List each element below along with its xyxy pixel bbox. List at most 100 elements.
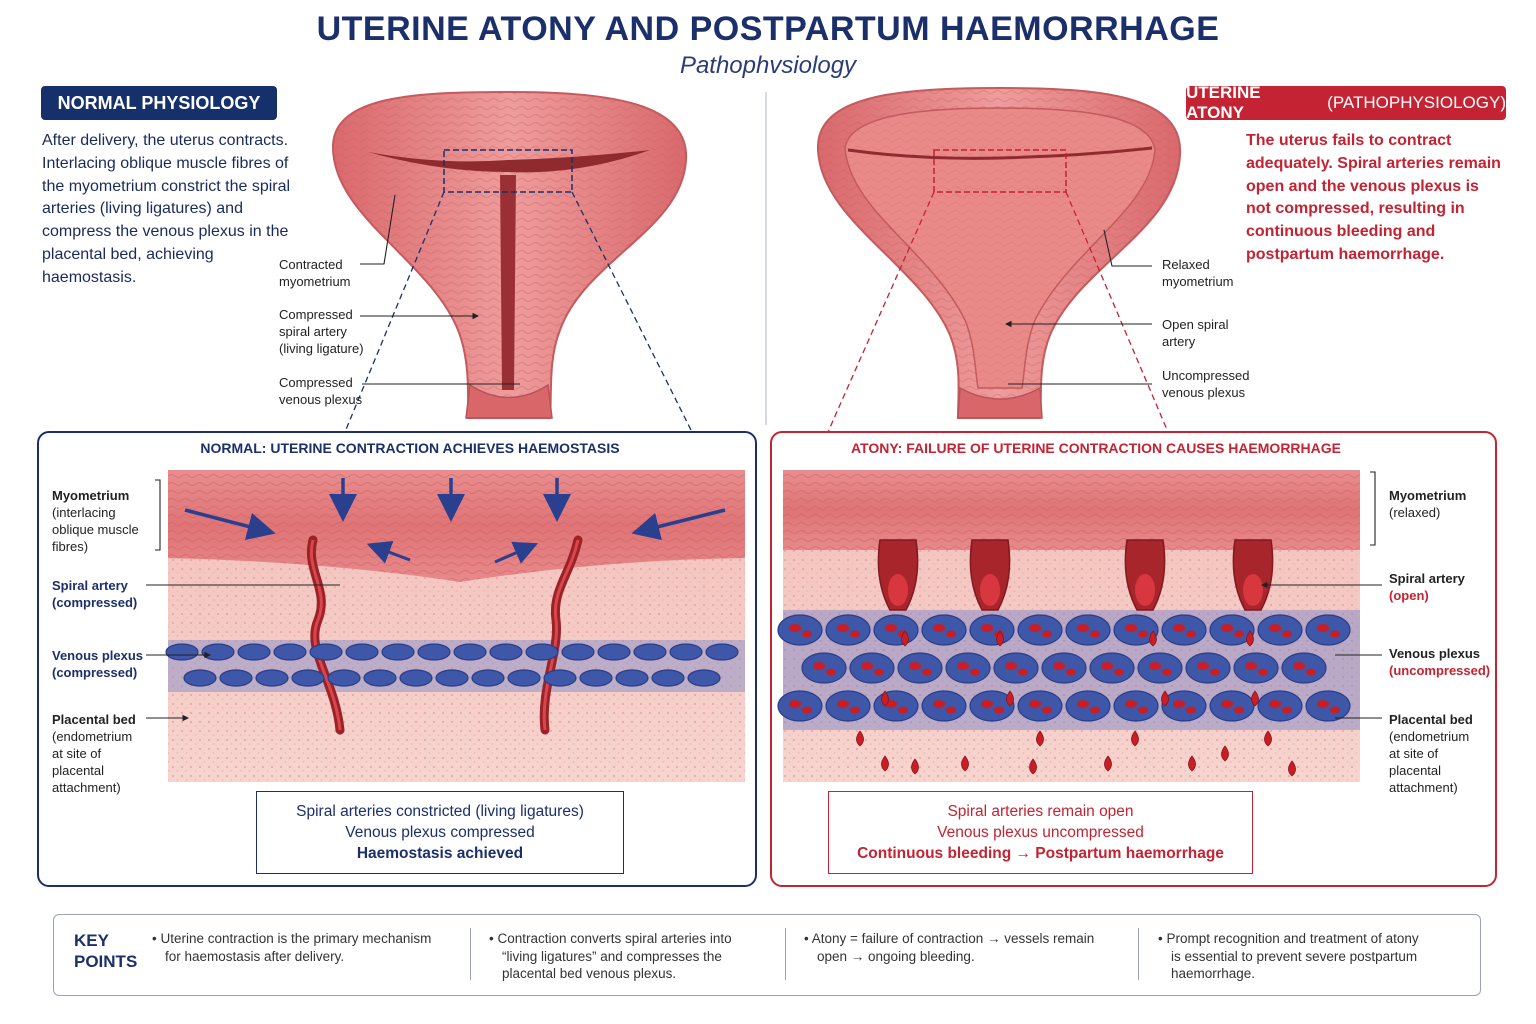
blood-drop xyxy=(996,630,1004,647)
key-points-divider xyxy=(785,928,786,980)
red-blood-cell xyxy=(994,706,1004,714)
contracted-uterus xyxy=(331,90,688,419)
compressed-vein xyxy=(273,643,307,661)
red-blood-cell xyxy=(1029,624,1041,632)
red-blood-cell xyxy=(1258,668,1268,676)
blood-drop xyxy=(1246,630,1254,647)
key-point-4: • Prompt recognition and treatment of at… xyxy=(1158,931,1419,981)
compressed-vein xyxy=(471,669,505,687)
red-blood-cell xyxy=(1090,630,1100,638)
compressed-vein xyxy=(579,669,613,687)
red-blood-cell xyxy=(1197,662,1209,670)
artery-lumen xyxy=(888,574,908,606)
red-blood-cell xyxy=(1138,706,1148,714)
blood-drop xyxy=(1161,690,1169,707)
compressed-vein xyxy=(633,643,667,661)
red-blood-cell xyxy=(1186,630,1196,638)
normal-summary-line: Haemostasis achieved xyxy=(356,844,524,862)
atony-badge-title: UTERINE ATONY xyxy=(1186,83,1261,122)
blood-drop xyxy=(1104,755,1112,772)
blood-drop xyxy=(1149,630,1157,647)
atony-cross-section xyxy=(777,470,1360,782)
red-blood-cell xyxy=(909,662,921,670)
red-blood-cell xyxy=(802,706,812,714)
red-blood-cell xyxy=(957,662,969,670)
red-blood-cell xyxy=(789,700,801,708)
red-blood-cell xyxy=(1173,624,1185,632)
blood-drop xyxy=(856,730,864,747)
red-blood-cell xyxy=(874,668,884,676)
red-blood-cell xyxy=(1221,624,1233,632)
red-blood-cell xyxy=(885,624,897,632)
compressed-vein xyxy=(543,669,577,687)
red-blood-cell xyxy=(970,668,980,676)
leader-contracted-myometrium xyxy=(360,194,396,265)
relaxed-uterus xyxy=(816,86,1182,419)
red-blood-cell xyxy=(1269,624,1281,632)
compressed-vein xyxy=(705,643,739,661)
compressed-vein xyxy=(669,643,703,661)
compressed-vein xyxy=(345,643,379,661)
compressed-vein xyxy=(507,669,541,687)
red-blood-cell xyxy=(946,630,956,638)
panel-label-spiral-artery-compressed: Spiral artery(compressed) xyxy=(52,578,138,610)
red-blood-cell xyxy=(1173,700,1185,708)
red-blood-cell xyxy=(837,700,849,708)
key-points-divider xyxy=(1138,928,1139,980)
compressed-vein xyxy=(327,669,361,687)
artery-lumen xyxy=(1243,574,1263,606)
blood-drop xyxy=(961,755,969,772)
atony-panel-title: ATONY: FAILURE OF UTERINE CONTRACTION CA… xyxy=(850,440,1341,456)
red-blood-cell xyxy=(1317,624,1329,632)
panel-label-spiral-artery-open: Spiral artery(open) xyxy=(1389,571,1465,603)
red-blood-cell xyxy=(1066,668,1076,676)
blood-drop xyxy=(1188,755,1196,772)
atony-description: The uterus fails to contract adequately.… xyxy=(1246,132,1501,263)
red-blood-cell xyxy=(1090,706,1100,714)
blood-drop xyxy=(1251,690,1259,707)
normal-summary-box: Spiral arteries constricted (living liga… xyxy=(256,791,624,874)
blood-drop xyxy=(901,630,909,647)
compressed-vein xyxy=(363,669,397,687)
blood-drop xyxy=(1264,730,1272,747)
red-blood-cell xyxy=(1330,706,1340,714)
leader-relaxed-myometrium xyxy=(1103,229,1152,267)
red-blood-cell xyxy=(861,662,873,670)
compressed-vein xyxy=(615,669,649,687)
key-points-box xyxy=(53,914,1481,996)
compressed-vein xyxy=(183,669,217,687)
compressed-vein xyxy=(687,669,721,687)
normal-description: After delivery, the uterus contracts. In… xyxy=(42,132,291,286)
compressed-vein xyxy=(651,669,685,687)
red-blood-cell xyxy=(1234,630,1244,638)
red-blood-cell xyxy=(1101,662,1113,670)
page-subtitle: Pathophvsiology xyxy=(679,52,857,79)
compressed-vein xyxy=(453,643,487,661)
page-title: UTERINE ATONY AND POSTPARTUM HAEMORRHAGE xyxy=(316,10,1220,48)
atony-badge-subtitle: (PATHOPHYSIOLOGY) xyxy=(1327,93,1506,112)
red-blood-cell xyxy=(1005,662,1017,670)
red-blood-cell xyxy=(922,668,932,676)
key-point-3: • Atony = failure of contraction → vesse… xyxy=(804,931,1095,964)
red-blood-cell xyxy=(1138,630,1148,638)
red-blood-cell xyxy=(981,624,993,632)
blood-drop xyxy=(881,690,889,707)
red-blood-cell xyxy=(1018,668,1028,676)
red-blood-cell xyxy=(1114,668,1124,676)
red-blood-cell xyxy=(802,630,812,638)
red-blood-cell xyxy=(850,630,860,638)
red-blood-cell xyxy=(1053,662,1065,670)
artery-lumen xyxy=(980,574,1000,606)
red-blood-cell xyxy=(933,624,945,632)
red-blood-cell xyxy=(1330,630,1340,638)
red-blood-cell xyxy=(1149,662,1161,670)
blood-drop xyxy=(1029,758,1037,775)
compressed-vein xyxy=(417,643,451,661)
red-blood-cell xyxy=(1317,700,1329,708)
red-blood-cell xyxy=(1186,706,1196,714)
